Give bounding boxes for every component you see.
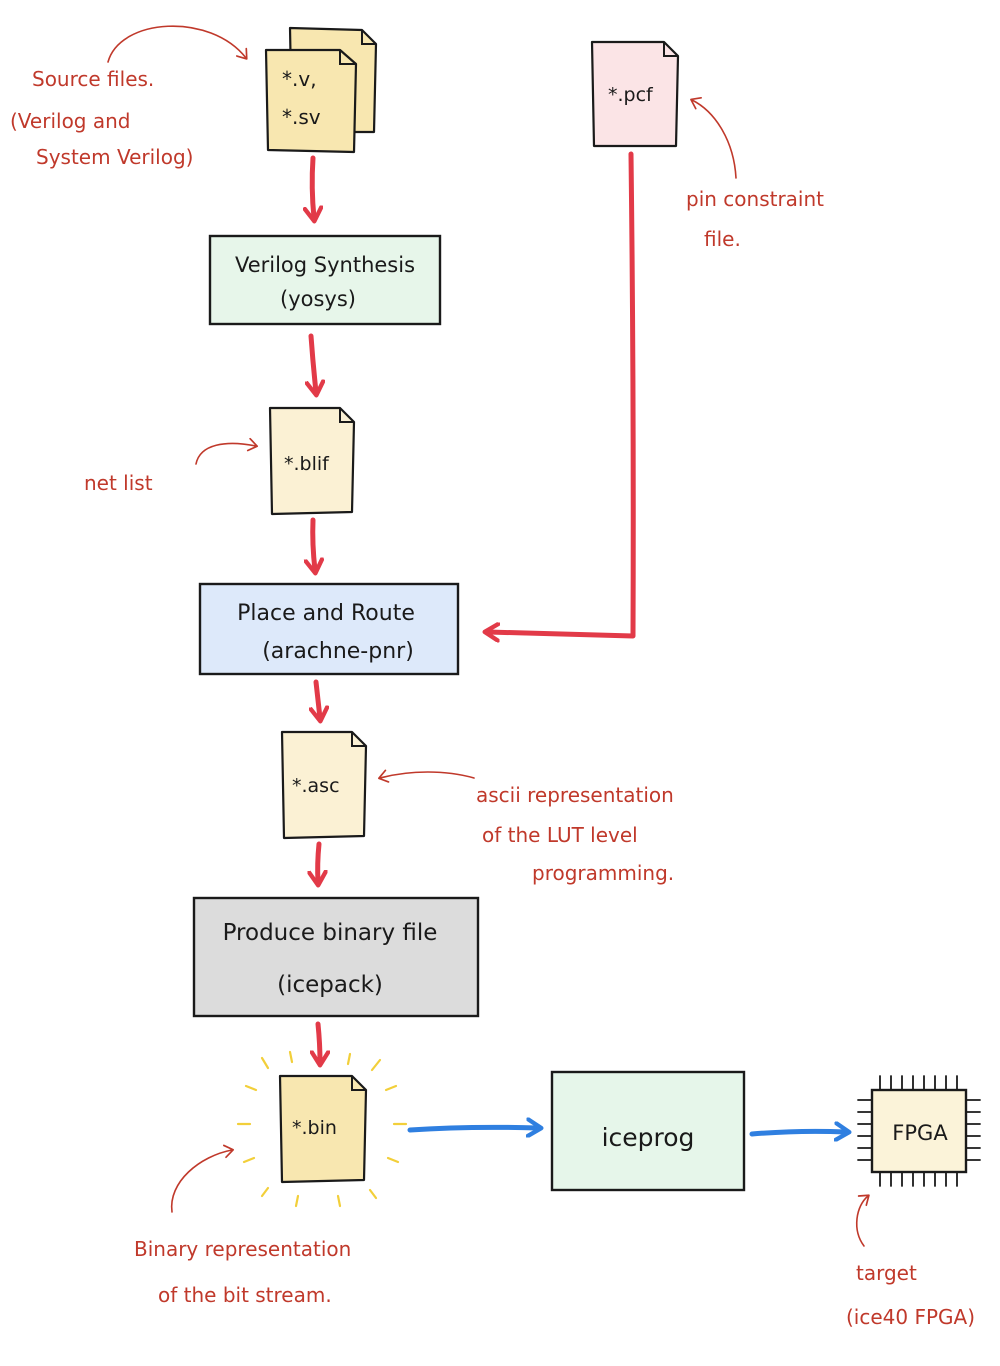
- blif-file-label: *.blif: [284, 453, 330, 475]
- source-files-icon: [264, 26, 378, 154]
- note-bin-2: of the bit stream.: [158, 1283, 332, 1307]
- pcf-file-icon: [590, 40, 680, 148]
- bin-glow-rays: [236, 1050, 408, 1208]
- arrow-source-to-synthesis: [312, 155, 314, 218]
- synthesis-title: Verilog Synthesis: [235, 253, 415, 277]
- blif-file-icon: [268, 406, 356, 516]
- note-target-2: (ice40 FPGA): [846, 1305, 975, 1329]
- fpga-chip-icon: [857, 1075, 981, 1187]
- arrow-pnr-to-asc: [316, 679, 320, 718]
- source-file-ext-v: *.v,: [282, 67, 317, 91]
- arrow-asc-to-pack: [318, 841, 319, 882]
- produce-binary-title: Produce binary file: [223, 920, 438, 946]
- pointer-source-files: [107, 25, 248, 63]
- arrow-synthesis-to-blif: [311, 333, 316, 392]
- arrow-iceprog-to-fpga: [749, 1131, 846, 1134]
- iceprog-box: [550, 1070, 746, 1192]
- note-pcf-2: file.: [704, 227, 741, 251]
- asc-file-icon: [280, 730, 368, 840]
- note-netlist: net list: [84, 471, 153, 495]
- iceprog-label: iceprog: [602, 1123, 695, 1152]
- note-source-files-1: Source files.: [32, 67, 154, 91]
- pointer-pcf: [690, 97, 737, 179]
- pcf-file-label: *.pcf: [608, 84, 654, 106]
- pointer-target: [856, 1194, 870, 1247]
- note-source-files-2: (Verilog and: [10, 109, 131, 133]
- note-asc-3: programming.: [532, 861, 674, 885]
- source-file-ext-sv: *.sv: [282, 105, 321, 129]
- bin-file-icon: [278, 1074, 368, 1184]
- note-pcf-1: pin constraint: [686, 187, 824, 211]
- place-and-route-tool: (arachne-pnr): [262, 639, 414, 664]
- arrow-blif-to-pnr: [313, 517, 315, 570]
- produce-binary-tool: (icepack): [277, 972, 383, 998]
- bin-file-label: *.bin: [292, 1117, 337, 1139]
- pointer-asc: [378, 769, 475, 783]
- arrow-bin-to-iceprog: [407, 1127, 538, 1130]
- note-source-files-3: System Verilog): [36, 145, 193, 169]
- note-bin-1: Binary representation: [134, 1237, 351, 1261]
- note-asc-2: of the LUT level: [482, 823, 638, 847]
- synthesis-tool: (yosys): [280, 287, 356, 311]
- arrow-pack-to-bin: [318, 1021, 320, 1062]
- arrow-pcf-to-pnr: [488, 151, 636, 636]
- note-asc-1: ascii representation: [476, 783, 674, 807]
- note-target-1: target: [856, 1261, 917, 1285]
- fpga-label: FPGA: [892, 1121, 948, 1145]
- pointer-netlist: [195, 437, 259, 465]
- asc-file-label: *.asc: [292, 775, 340, 797]
- synthesis-box: [208, 234, 442, 326]
- pointer-bin: [170, 1144, 235, 1213]
- place-and-route-box: [198, 582, 460, 676]
- place-and-route-title: Place and Route: [237, 601, 415, 626]
- produce-binary-box: [192, 896, 480, 1018]
